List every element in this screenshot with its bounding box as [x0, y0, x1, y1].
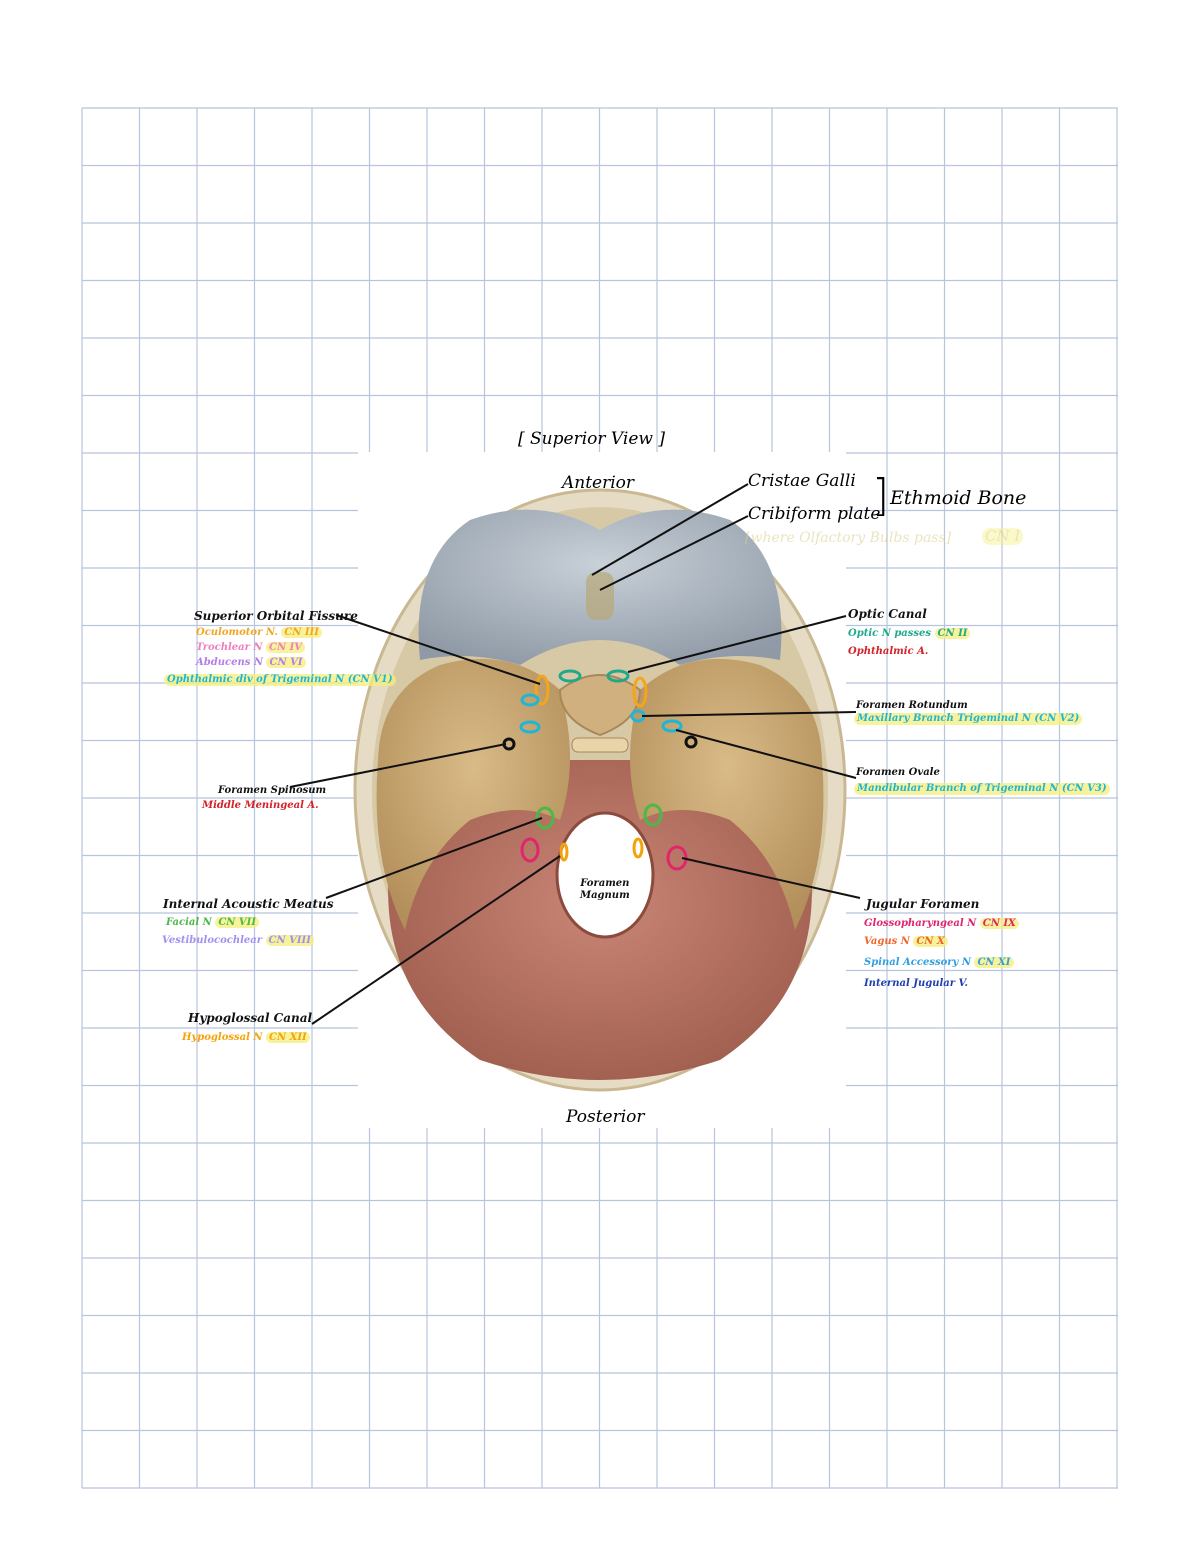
sof-title: Superior Orbital Fissure	[194, 609, 358, 623]
hypoglossal-canal-title: Hypoglossal Canal	[188, 1011, 313, 1025]
iam-ring-right	[643, 803, 663, 827]
oculomotor-label: Oculomotor N. CN III	[196, 627, 322, 639]
crista-galli-mark	[586, 572, 614, 620]
jugular-leader	[681, 857, 861, 899]
olfactory-note: [where Olfactory Bulbs pass]	[745, 530, 952, 546]
spinal-accessory-label: Spinal Accessory N CN XI	[864, 957, 1014, 969]
crista-leader	[591, 483, 749, 576]
optic-leader	[627, 615, 847, 673]
rotundum-title: Foramen Rotundum	[856, 700, 968, 711]
view-title: [ Superior View ]	[518, 429, 665, 449]
rotundum-leader	[641, 711, 857, 717]
dorsum-sellae	[571, 737, 629, 753]
hypoglossal-ring-right	[632, 837, 644, 859]
ethmoid-bone-label: Ethmoid Bone	[890, 487, 1027, 509]
optic-ring-left	[558, 669, 582, 683]
vestibulocochlear-label: Vestibulocochlear CN VIII	[162, 935, 314, 947]
crista-galli-label: Cristae Galli	[748, 471, 856, 491]
ophthalmic-div-label: Ophthalmic div of Trigeminal N (CN V1)	[164, 674, 396, 686]
spinosum-leader	[289, 743, 507, 788]
jugular-ring-left	[520, 837, 540, 863]
hypoglossal-leader	[311, 855, 561, 1025]
ophthalmic-artery-label: Ophthalmic A.	[848, 646, 929, 657]
middle-meningeal-label: Middle Meningeal A.	[202, 800, 319, 811]
posterior-label: Posterior	[566, 1107, 645, 1127]
ovale-title: Foramen Ovale	[856, 767, 940, 778]
glossopharyngeal-label: Glossopharyngeal N CN IX	[864, 918, 1019, 930]
cribriform-leader	[599, 515, 749, 591]
abducens-label: Abducens N CN VI	[196, 657, 306, 669]
ethmoid-bracket: ]	[872, 470, 890, 521]
mandibular-branch-label: Mandibular Branch of Trigeminal N (CN V3…	[854, 783, 1110, 795]
iam-leader	[325, 817, 543, 899]
olfactory-cn: CN I	[982, 527, 1024, 546]
facial-nerve-label: Facial N CN VII	[166, 917, 260, 929]
iam-ring-left	[535, 806, 555, 830]
sof-leader	[335, 614, 541, 685]
sof-ring-left	[534, 674, 550, 706]
rotundum-ring-left	[520, 693, 540, 707]
vagus-label: Vagus N CN X	[864, 936, 948, 948]
optic-nerve-label: Optic N passes CN II	[848, 628, 971, 640]
cribriform-plate-label: Cribiform plate	[748, 504, 881, 524]
trochlear-label: Trochlear N CN IV	[196, 642, 306, 654]
hypoglossal-ring-left	[559, 842, 569, 862]
ovale-ring-left	[519, 720, 541, 734]
spinosum-ring-right	[684, 735, 698, 749]
maxillary-branch-label: Maxillary Branch Trigeminal N (CN V2)	[854, 713, 1083, 725]
anterior-label: Anterior	[562, 473, 635, 493]
jugular-foramen-title: Jugular Foramen	[866, 897, 980, 911]
foramen-magnum-hole	[555, 811, 655, 939]
optic-ring-right	[606, 669, 630, 683]
sof-ring-right	[632, 676, 648, 708]
acoustic-meatus-title: Internal Acoustic Meatus	[163, 897, 334, 911]
spinosum-title: Foramen Spinosum	[218, 785, 327, 796]
middle-cranial-fossa-right	[630, 658, 824, 930]
optic-canal-title: Optic Canal	[848, 607, 927, 621]
ovale-leader	[675, 729, 857, 779]
ovale-ring-right	[661, 719, 683, 733]
hypoglossal-nerve-label: Hypoglossal N CN XII	[182, 1032, 310, 1044]
internal-jugular-label: Internal Jugular V.	[864, 978, 969, 989]
